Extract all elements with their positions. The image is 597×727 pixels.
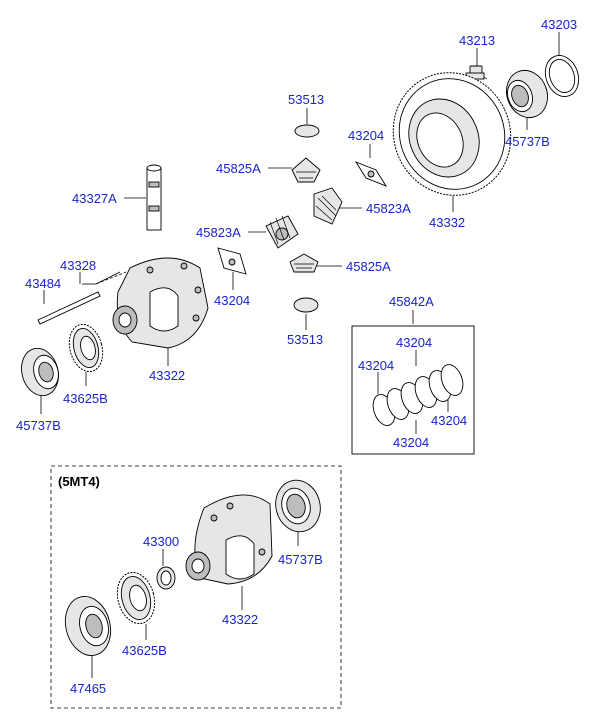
pin-43484	[37, 291, 101, 325]
label-45823a-left: 45823A	[196, 225, 241, 240]
bearing-45737b-top	[506, 69, 548, 119]
kit-45842a-frame	[351, 325, 475, 455]
label-43204-kit-right: 43204	[431, 413, 467, 428]
bevel-gear-45825a-right	[289, 253, 319, 273]
washer-53513-top	[294, 124, 320, 138]
washer-43204-mid	[354, 161, 388, 187]
pin-43328	[95, 271, 127, 285]
bevel-gear-45825a-top	[291, 157, 321, 183]
section-title-5mt4: (5MT4)	[58, 474, 100, 489]
bearing-45737b-5mt4	[275, 479, 321, 533]
label-43300: 43300	[143, 534, 179, 549]
label-43204-left: 43204	[214, 293, 250, 308]
label-43327a: 43327A	[72, 191, 117, 206]
part-labels: 43213 43203 53513 45737B 43204 45825A 45…	[16, 17, 577, 696]
ring-43300	[156, 566, 176, 590]
label-43322-5mt4: 43322	[222, 612, 258, 627]
label-45825a-top: 45825A	[216, 161, 261, 176]
washer-43204-left	[217, 247, 247, 275]
bearing-45737b-left	[21, 347, 59, 397]
shaft-43327a	[146, 164, 162, 231]
gear-43625b-5mt4	[116, 571, 156, 625]
label-47465: 47465	[70, 681, 106, 696]
label-45825a-right: 45825A	[346, 259, 391, 274]
label-45737b-left: 45737B	[16, 418, 61, 433]
leader-lines	[40, 32, 560, 678]
label-43204-mid: 43204	[348, 128, 384, 143]
ring-gear-43332	[392, 72, 512, 196]
shim-43203	[544, 55, 580, 97]
label-45737b-top: 45737B	[505, 134, 550, 149]
label-43203: 43203	[541, 17, 577, 32]
label-43204-kit-top: 43204	[396, 335, 432, 350]
label-45823a-right: 45823A	[366, 201, 411, 216]
label-43322: 43322	[149, 368, 185, 383]
pinion-45823a-right	[313, 187, 343, 225]
label-43625b: 43625B	[63, 391, 108, 406]
label-43204-kit-bottom: 43204	[393, 435, 429, 450]
label-53513-top: 53513	[288, 92, 324, 107]
label-45842a: 45842A	[389, 294, 434, 309]
label-43328: 43328	[60, 258, 96, 273]
washer-53513-bottom	[293, 297, 319, 313]
label-45737b-5mt4: 45737B	[278, 552, 323, 567]
diff-case-43322-5mt4	[185, 494, 273, 585]
label-53513-bottom: 53513	[287, 332, 323, 347]
bearing-47465	[64, 596, 112, 656]
label-43332: 43332	[429, 215, 465, 230]
pinion-45823a-left	[265, 215, 299, 249]
label-43484: 43484	[25, 276, 61, 291]
gear-43625b-left	[68, 323, 104, 373]
label-43213: 43213	[459, 33, 495, 48]
kit-washer-stack	[372, 364, 464, 426]
diff-case-43322	[112, 257, 209, 349]
label-43625b-5mt4: 43625B	[122, 643, 167, 658]
label-43204-kit-left: 43204	[358, 358, 394, 373]
